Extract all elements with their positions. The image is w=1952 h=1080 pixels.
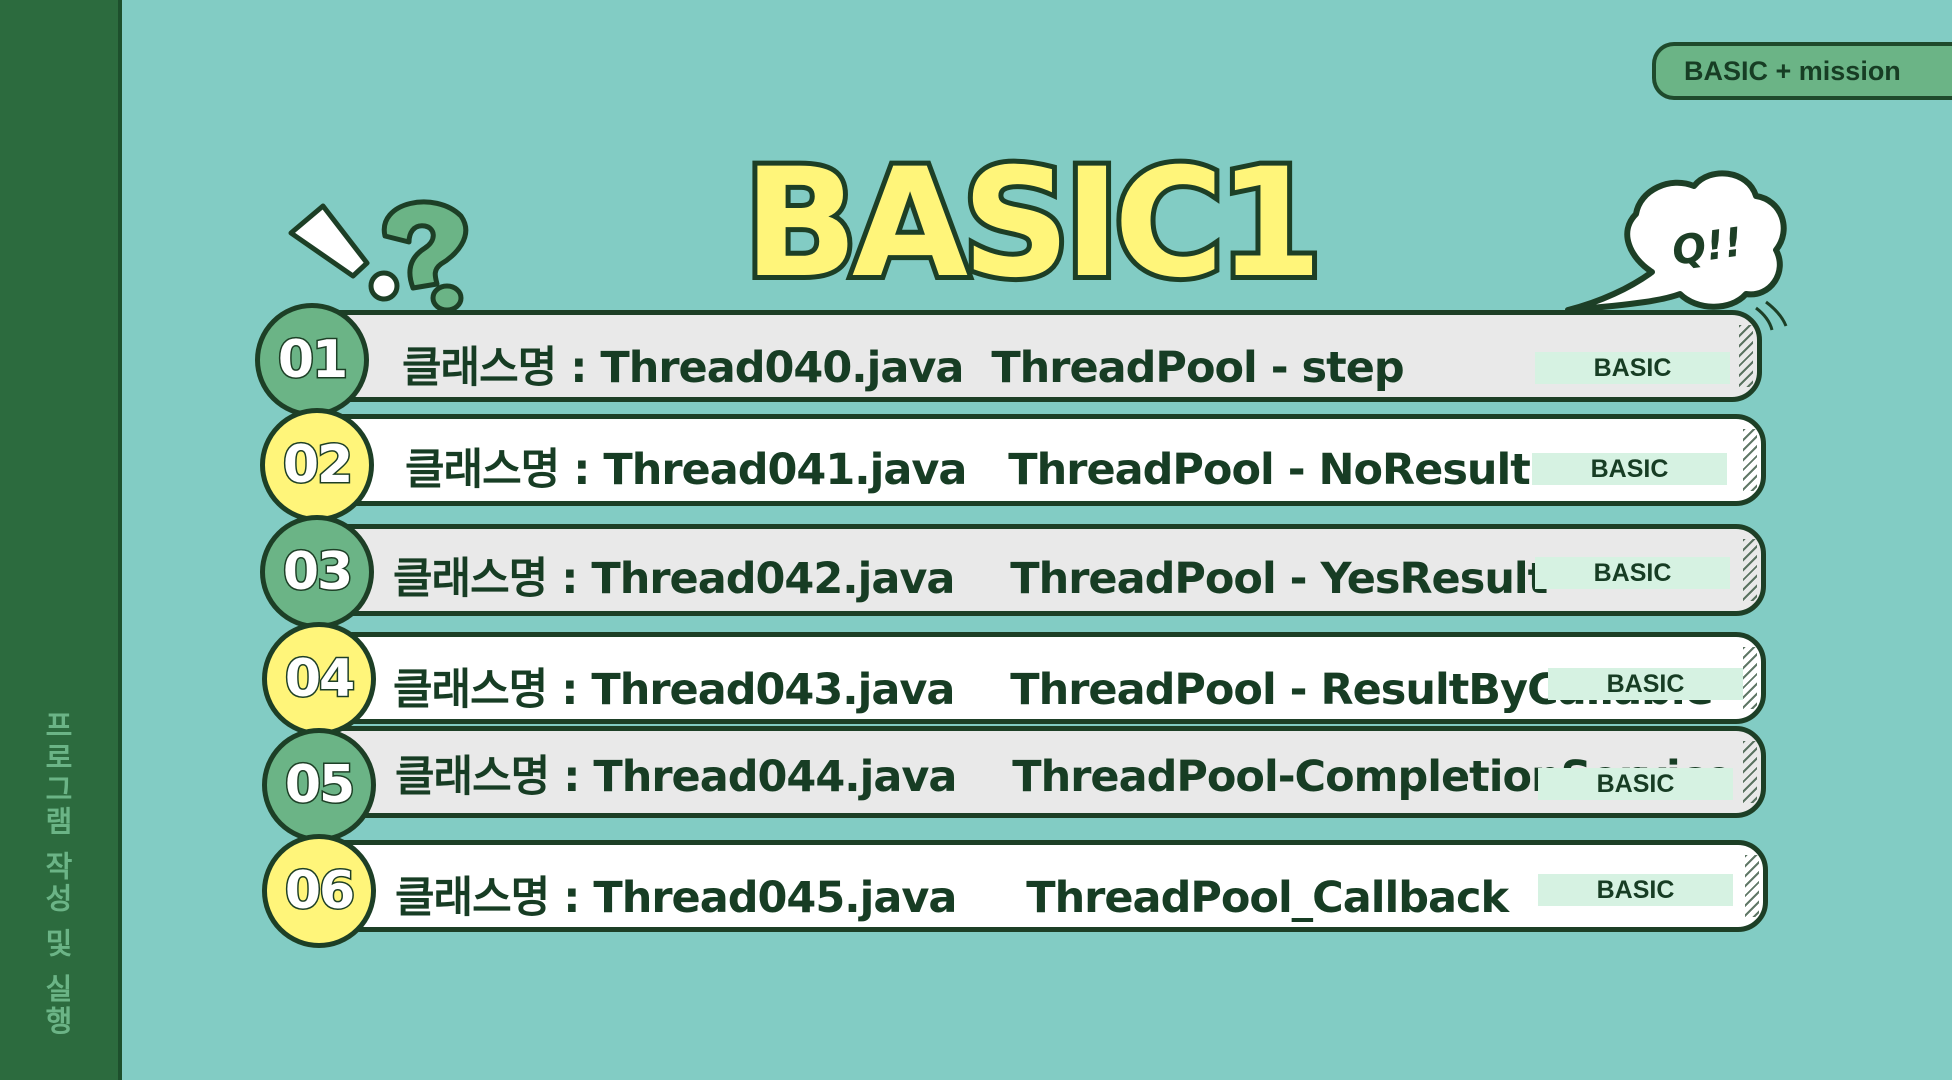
row-hatch xyxy=(1743,741,1757,803)
item-text: 클래스명 : Thread044.java ThreadPool-Complet… xyxy=(395,752,1733,802)
item-text: 클래스명 : Thread041.java ThreadPool - NoRes… xyxy=(405,445,1531,495)
sidebar: 프로그램 작성 및 실행 xyxy=(0,0,122,1080)
row-hatch xyxy=(1743,647,1757,709)
page-title: BASIC1 xyxy=(739,132,1328,316)
item-number-badge: 04 xyxy=(262,622,376,736)
row-hatch xyxy=(1743,539,1757,601)
exclamation-question-icon xyxy=(288,199,469,313)
list-item[interactable] xyxy=(320,524,1766,616)
row-hatch xyxy=(1739,325,1753,387)
item-badge: BASIC xyxy=(1535,557,1730,589)
row-hatch xyxy=(1745,855,1759,917)
item-badge: BASIC xyxy=(1535,352,1730,384)
list-item[interactable] xyxy=(320,726,1766,818)
speech-bubble-icon: Q!! xyxy=(1565,170,1788,331)
item-text: 클래스명 : Thread043.java ThreadPool - Resul… xyxy=(393,665,1714,715)
list-item[interactable] xyxy=(320,632,1766,724)
item-number-badge: 05 xyxy=(262,728,376,842)
item-number-badge: 03 xyxy=(260,515,374,629)
item-number-badge: 01 xyxy=(255,303,369,417)
list-item[interactable] xyxy=(320,414,1766,506)
item-badge: BASIC xyxy=(1538,768,1733,800)
item-number-badge: 06 xyxy=(262,834,376,948)
item-number-badge: 02 xyxy=(260,408,374,522)
item-badge: BASIC xyxy=(1532,453,1727,485)
item-badge: BASIC xyxy=(1538,874,1733,906)
list-item[interactable] xyxy=(310,310,1762,402)
item-text: 클래스명 : Thread040.java ThreadPool - step xyxy=(402,343,1405,393)
sidebar-label: 프로그램 작성 및 실행 xyxy=(40,710,74,1038)
row-hatch xyxy=(1743,429,1757,491)
list-item[interactable] xyxy=(320,840,1768,932)
item-badge: BASIC xyxy=(1548,668,1743,700)
bubble-text: Q!! xyxy=(1669,219,1745,274)
item-text: 클래스명 : Thread042.java ThreadPool - YesRe… xyxy=(393,554,1548,604)
item-text: 클래스명 : Thread045.java ThreadPool_Callbac… xyxy=(395,873,1509,923)
section-tag: BASIC + mission xyxy=(1652,42,1952,100)
title-text: BASIC1 xyxy=(744,137,1317,311)
